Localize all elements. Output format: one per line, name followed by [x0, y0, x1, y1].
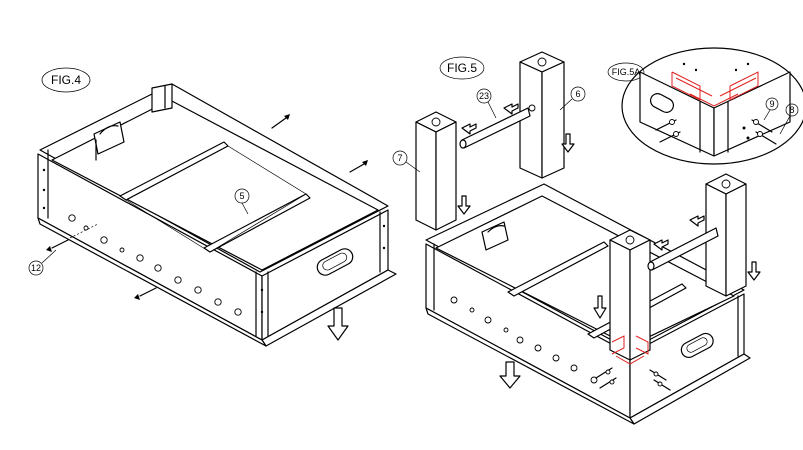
- callout-7: 7: [392, 150, 421, 173]
- fig5: FIG.5: [392, 51, 761, 425]
- callout-12: 12: [28, 249, 57, 276]
- leg-6: [519, 51, 565, 179]
- svg-text:12: 12: [31, 263, 41, 273]
- fig5-arrows-top: [457, 103, 575, 215]
- fig4-down-arrow: [327, 307, 349, 341]
- svg-text:6: 6: [575, 89, 580, 99]
- svg-text:7: 7: [397, 153, 402, 163]
- leg-installed-front: [609, 229, 651, 361]
- fig5-cabinet: [425, 183, 751, 425]
- callout-23: 23: [476, 88, 497, 119]
- svg-text:8: 8: [789, 105, 794, 115]
- fig5a-label: FIG.5A: [607, 62, 645, 82]
- leg-joint-highlight: [611, 335, 649, 365]
- leg-installed-back: [705, 173, 747, 297]
- callout-6: 6: [559, 86, 586, 111]
- fig5-bolts: [595, 367, 671, 391]
- fig4-cabinet: [37, 83, 397, 347]
- fig5a-detail: FIG.5A: [607, 47, 803, 165]
- callout-5: 5: [234, 188, 250, 215]
- fig4-label: FIG.4: [41, 67, 91, 93]
- svg-text:9: 9: [769, 99, 774, 109]
- fig4-label-text: FIG.4: [51, 73, 81, 87]
- crossbar-installed: [647, 227, 719, 271]
- callout-8: 8: [779, 103, 799, 135]
- fig5a-label-text: FIG.5A: [612, 67, 641, 77]
- fig5-label: FIG.5: [439, 56, 485, 80]
- crossbar-23: [459, 107, 531, 149]
- svg-text:23: 23: [479, 91, 489, 101]
- fig4-screws: [46, 114, 368, 300]
- fig5a-bolts: [655, 119, 777, 145]
- fig5a-detail-circle: [621, 47, 803, 165]
- fig4: FIG.4: [28, 67, 397, 347]
- callout-9: 9: [763, 97, 779, 121]
- fig5-label-text: FIG.5: [447, 61, 477, 75]
- leg-7: [415, 111, 457, 231]
- svg-text:5: 5: [239, 191, 244, 201]
- fig5-arrows-bottom: [499, 215, 761, 389]
